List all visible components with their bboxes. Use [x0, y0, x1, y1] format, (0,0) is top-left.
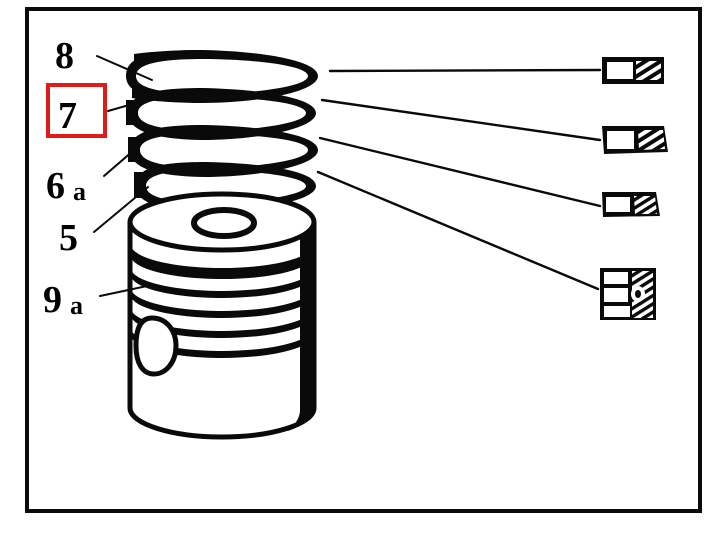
highlight-box-7: [46, 83, 107, 138]
callout-leaders: [93, 55, 153, 297]
callout-label-9: 9: [43, 279, 62, 321]
leader-to-xsec-2: [320, 98, 602, 142]
leader-callout-7: [107, 98, 151, 112]
ring-third: [128, 125, 318, 177]
leader-callout-6a: [103, 143, 142, 177]
leader-to-xsec-1: [328, 68, 602, 73]
cross-section-tapered-compression-ring: [602, 126, 668, 154]
leader-callout-9a: [99, 285, 148, 297]
callout-label-6-suffix: a: [73, 177, 86, 206]
leader-callout-5: [93, 186, 149, 233]
piston-ring-stack: [126, 50, 318, 211]
ring-top-compression: [126, 50, 318, 103]
figure-border: [25, 7, 702, 513]
callout-label-8: 8: [55, 35, 74, 77]
leader-to-xsec-3: [318, 136, 602, 208]
callout-label-7: 7: [58, 95, 77, 137]
callout-label-6: 6: [46, 165, 65, 207]
cross-section-rectangular-compression-ring: [602, 57, 664, 84]
cross-section-scraper-ring: [602, 192, 660, 217]
cross-section-oil-control-ring: [600, 268, 656, 320]
callout-label-5: 5: [59, 217, 78, 259]
callout-label-9-suffix: a: [70, 291, 83, 320]
piston: [127, 191, 317, 440]
leader-callout-8: [96, 55, 153, 81]
leader-to-xsec-4: [316, 170, 600, 291]
cross-section-leaders: [316, 68, 602, 291]
